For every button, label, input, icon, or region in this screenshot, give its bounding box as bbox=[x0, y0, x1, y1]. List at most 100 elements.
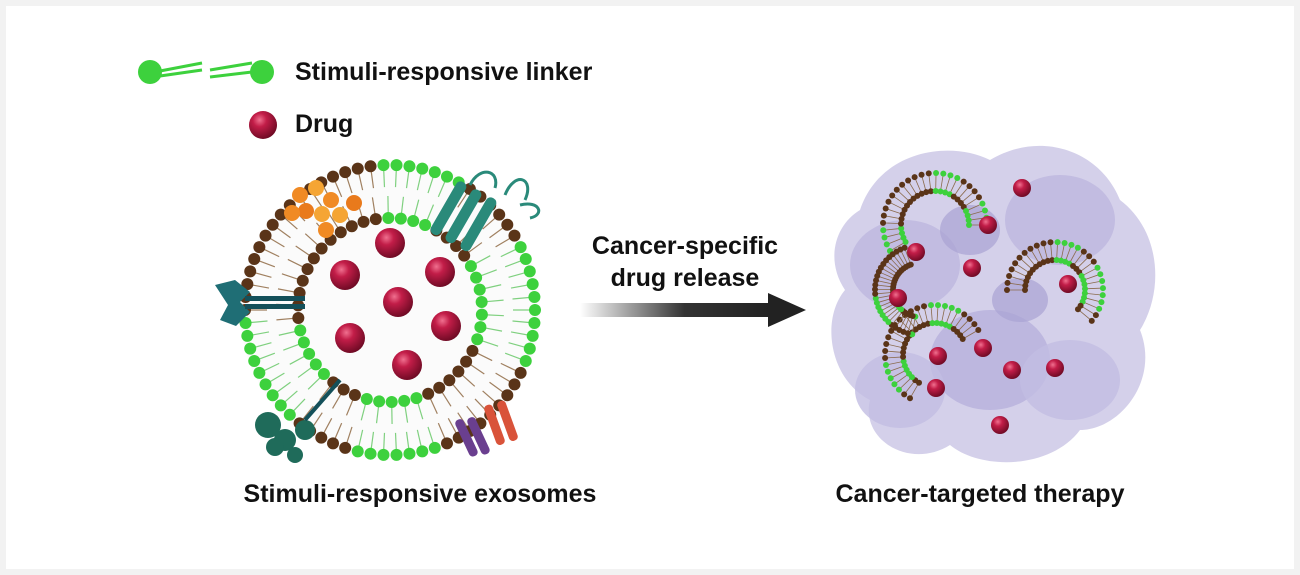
lipid-head bbox=[357, 215, 370, 228]
lipid-head bbox=[382, 212, 395, 225]
lipid-head bbox=[315, 242, 328, 255]
lipid-head bbox=[317, 368, 330, 381]
drug-sphere-icon bbox=[375, 228, 405, 258]
drug-sphere-icon bbox=[1003, 361, 1021, 379]
lipid-head bbox=[253, 366, 266, 379]
lipid-head bbox=[464, 260, 477, 273]
lipid-head bbox=[501, 218, 514, 231]
lipid-head bbox=[345, 220, 358, 233]
lipid-head bbox=[523, 342, 536, 355]
lipid-head bbox=[327, 170, 340, 183]
drug-sphere-icon bbox=[907, 243, 925, 261]
lipid-head bbox=[266, 218, 279, 231]
lipid-head bbox=[307, 252, 320, 265]
lipid-head bbox=[241, 278, 254, 291]
lipid-head bbox=[528, 291, 541, 304]
lipid-head bbox=[315, 431, 328, 444]
lipid-head bbox=[377, 448, 390, 461]
lipid-head bbox=[351, 445, 364, 458]
lipid-head bbox=[253, 241, 266, 254]
lipid-head bbox=[508, 229, 521, 242]
drug-sphere-icon bbox=[1046, 359, 1064, 377]
enzyme-cluster-icon bbox=[284, 180, 362, 238]
lipid-head bbox=[364, 160, 377, 173]
lipid-head bbox=[519, 253, 532, 266]
lipid-head bbox=[440, 437, 453, 450]
lipid-head bbox=[293, 286, 306, 299]
lipid-head bbox=[244, 342, 257, 355]
drug-sphere-icon bbox=[1013, 179, 1031, 197]
drug-sphere-icon bbox=[383, 287, 413, 317]
lipid-head bbox=[334, 226, 347, 239]
lipid-head bbox=[377, 159, 390, 172]
lipid-head bbox=[373, 395, 386, 408]
mini-exosome-icon bbox=[1004, 239, 1106, 324]
lipid-head bbox=[526, 329, 539, 342]
lipid-head bbox=[440, 170, 453, 183]
lipid-head bbox=[398, 394, 411, 407]
drug-sphere-icon bbox=[249, 111, 277, 139]
right-arrow-icon bbox=[580, 293, 806, 327]
lipid-head bbox=[473, 283, 486, 296]
lipid-head bbox=[475, 296, 488, 309]
lipid-head bbox=[259, 378, 272, 391]
lipid-head bbox=[394, 212, 407, 225]
drug-sphere-icon bbox=[392, 350, 422, 380]
lipid-head bbox=[274, 399, 287, 412]
drug-sphere-icon bbox=[330, 260, 360, 290]
transmembrane-receptor-icon bbox=[430, 170, 541, 252]
membrane-protein-icon bbox=[255, 378, 342, 463]
release-label: Cancer-specific drug release bbox=[560, 230, 810, 294]
drug-sphere-icon bbox=[974, 339, 992, 357]
lipid-head bbox=[274, 208, 287, 221]
lipid-head bbox=[259, 229, 272, 242]
lipid-head bbox=[407, 214, 420, 227]
lipid-head bbox=[422, 387, 435, 400]
drug-sphere-icon bbox=[929, 347, 947, 365]
lipid-head bbox=[428, 441, 441, 454]
lipid-head bbox=[292, 311, 305, 324]
lipid-head bbox=[297, 336, 310, 349]
lipid-head bbox=[410, 392, 423, 405]
drug-sphere-icon bbox=[425, 257, 455, 287]
drug-sphere-icon bbox=[431, 311, 461, 341]
lipid-head bbox=[419, 218, 432, 231]
lipid-head bbox=[390, 159, 403, 172]
legend-drug-label: Drug bbox=[295, 110, 354, 138]
lipid-head bbox=[470, 271, 483, 284]
lipid-head bbox=[416, 445, 429, 458]
lipid-head bbox=[239, 316, 252, 329]
lipid-head bbox=[327, 437, 340, 450]
drug-sphere-icon bbox=[963, 259, 981, 277]
lipid-head bbox=[309, 358, 322, 371]
lipid-head bbox=[248, 253, 261, 266]
lipid-head bbox=[514, 366, 527, 379]
lipid-head bbox=[471, 333, 484, 346]
lipid-head bbox=[529, 304, 541, 316]
exosome-icon bbox=[215, 159, 541, 463]
legend-linker-label: Stimuli-responsive linker bbox=[295, 58, 593, 86]
lipid-head bbox=[458, 249, 471, 262]
lipid-head bbox=[514, 241, 527, 254]
lipid-head bbox=[523, 265, 536, 278]
lipid-head bbox=[241, 329, 254, 342]
lipid-head bbox=[403, 447, 416, 460]
lipid-head bbox=[296, 274, 309, 287]
lipid-head bbox=[433, 381, 446, 394]
lipid-head bbox=[266, 389, 279, 402]
lipid-head bbox=[351, 162, 364, 175]
lipid-head bbox=[301, 263, 314, 276]
lipid-head bbox=[360, 393, 373, 406]
release-label-line1: Cancer-specific bbox=[591, 232, 779, 260]
drug-sphere-icon bbox=[927, 379, 945, 397]
release-label-line2: drug release bbox=[610, 264, 760, 292]
lipid-head bbox=[364, 447, 377, 460]
lipid-head bbox=[294, 324, 307, 337]
lipid-head bbox=[428, 166, 441, 179]
membrane-receptor-icon bbox=[215, 280, 305, 326]
lipid-head bbox=[369, 213, 382, 226]
lipid-head bbox=[416, 162, 429, 175]
lipid-head bbox=[403, 160, 416, 173]
lipid-head bbox=[337, 383, 350, 396]
